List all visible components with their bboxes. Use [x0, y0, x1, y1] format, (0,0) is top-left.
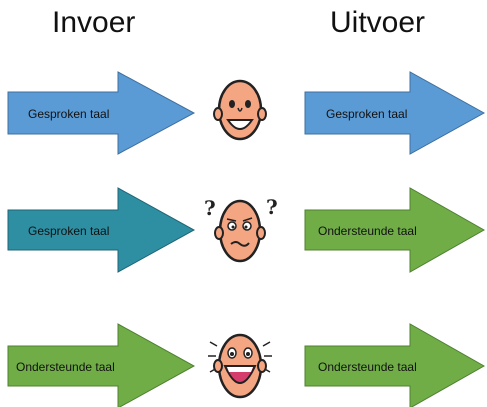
question-mark-right: ? [266, 195, 278, 219]
row-3: Ondersteunde taal Ondersteunde taal [7, 323, 486, 407]
input-arrow-1 [7, 71, 196, 155]
output-arrow-2 [304, 187, 486, 273]
output-heading: Uitvoer [330, 6, 426, 39]
output-label-1: Gesproken taal [326, 107, 407, 121]
output-arrow-3 [304, 323, 486, 407]
output-arrow-1 [304, 71, 486, 155]
row-2: Gesproken taal Ondersteunde taal ? ? [7, 187, 486, 273]
input-label-2: Gesproken taal [28, 224, 109, 238]
row-1: Gesproken taal Gesproken taal [7, 71, 486, 155]
confused-face-icon: ? ? [204, 195, 278, 263]
question-mark-left: ? [204, 196, 216, 220]
output-label-3: Ondersteunde taal [318, 360, 417, 374]
output-label-2: Ondersteunde taal [318, 224, 417, 238]
input-heading: Invoer [52, 6, 136, 39]
input-label-1: Gesproken taal [28, 107, 109, 121]
laughing-face-icon [208, 333, 272, 399]
smiling-face-icon [213, 79, 267, 141]
input-arrow-2 [7, 187, 196, 273]
input-label-3: Ondersteunde taal [16, 360, 115, 374]
input-arrow-3 [7, 323, 196, 407]
